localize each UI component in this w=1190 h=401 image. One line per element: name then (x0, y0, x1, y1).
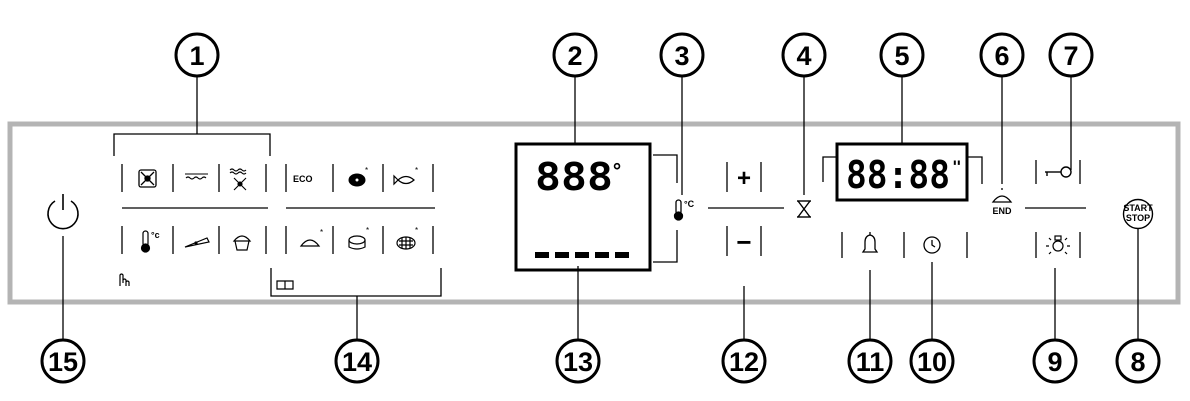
degree-c-label: °C (684, 199, 695, 209)
svg-text:10: 10 (917, 347, 947, 377)
svg-text:3: 3 (674, 41, 689, 71)
key-lock-icon[interactable] (1045, 166, 1072, 178)
callout-15: 15 (40, 338, 86, 384)
clock-bracket-left (822, 156, 836, 182)
panel-frame (7, 121, 1181, 305)
fish-icon[interactable]: * (393, 166, 418, 186)
svg-text:12: 12 (729, 347, 759, 377)
grill-fan-icon[interactable] (229, 168, 247, 191)
start-label: START (1123, 203, 1153, 213)
pie-icon[interactable]: * (396, 226, 418, 250)
callout-4: 4 (781, 32, 827, 78)
callout-9: 9 (1032, 338, 1078, 384)
bread-icon[interactable]: * (299, 228, 323, 247)
svg-text:1: 1 (189, 41, 204, 71)
svg-text:*: * (415, 166, 418, 175)
timer-dividers (841, 232, 968, 258)
svg-text:5: 5 (894, 41, 909, 71)
cake-icon[interactable] (232, 235, 252, 251)
leader-lines (62, 76, 1139, 340)
callout-11: 11 (847, 338, 893, 384)
callout-7: 7 (1048, 32, 1094, 78)
recipe-buttons-grid (285, 164, 435, 254)
clock-digits: 88:88 (846, 153, 950, 197)
svg-text:15: 15 (48, 347, 78, 377)
pizza-icon[interactable] (184, 237, 210, 248)
callout-12: 12 (721, 338, 767, 384)
start-stop-button[interactable]: START STOP (1122, 198, 1154, 230)
svg-text:7: 7 (1063, 41, 1078, 71)
svg-text:9: 9 (1047, 347, 1062, 377)
callout-2: 2 (552, 32, 598, 78)
recipe-group-bracket (270, 268, 442, 297)
stop-label: STOP (1126, 213, 1150, 223)
clock-bracket-right (968, 156, 983, 184)
clock-seconds-mark: " (952, 157, 962, 176)
plus-minus-dividers (708, 162, 784, 256)
svg-text:°c: °c (151, 230, 160, 240)
eco-label[interactable]: ECO (293, 174, 313, 184)
svg-text:*: * (365, 166, 368, 175)
hourglass-icon[interactable] (797, 200, 811, 218)
thermometer-icon[interactable]: °c (140, 230, 160, 253)
svg-text:*: * (320, 228, 323, 237)
cake-layer-icon[interactable]: * (348, 226, 369, 250)
callout-10: 10 (909, 338, 955, 384)
svg-text:*: * (415, 226, 418, 235)
clock-icon[interactable] (923, 236, 941, 254)
callout-1: 1 (174, 32, 220, 78)
power-button[interactable] (47, 194, 79, 230)
callout-14: 14 (334, 338, 380, 384)
main-display (514, 142, 652, 272)
svg-text:11: 11 (856, 347, 885, 377)
end-cook-icon[interactable] (991, 188, 1013, 203)
svg-text:13: 13 (563, 347, 593, 377)
display-side-bracket (653, 154, 678, 263)
svg-text:2: 2 (567, 41, 582, 71)
recipe-book-icon (276, 280, 294, 290)
svg-text:8: 8 (1130, 347, 1145, 377)
end-label: END (992, 206, 1012, 216)
clock-display (835, 142, 969, 202)
svg-text:4: 4 (796, 41, 811, 71)
callout-3: 3 (659, 32, 705, 78)
function-group-bracket (113, 133, 271, 156)
minus-button[interactable]: − (736, 227, 751, 257)
svg-text:6: 6 (994, 41, 1009, 71)
callout-5: 5 (879, 32, 925, 78)
svg-text:*: * (366, 226, 369, 235)
bell-icon[interactable] (861, 232, 879, 253)
manual-hand-icon (119, 273, 130, 286)
top-heat-icon[interactable] (185, 173, 208, 180)
callout-13: 13 (555, 338, 601, 384)
light-bulb-icon[interactable] (1046, 235, 1070, 255)
meat-icon[interactable]: * (348, 166, 368, 187)
function-buttons-grid (121, 164, 268, 254)
svg-text:14: 14 (342, 347, 372, 377)
temperature-degree-mark: ° (611, 159, 623, 183)
fan-icon[interactable] (138, 169, 157, 188)
level-bar-segments (535, 252, 629, 258)
callout-8: 8 (1115, 338, 1161, 384)
plus-button[interactable]: + (737, 165, 751, 192)
lock-light-dividers (1025, 160, 1086, 258)
temperature-digits: 888 (535, 155, 613, 199)
callout-6: 6 (979, 32, 1025, 78)
temperature-button[interactable] (673, 199, 684, 221)
